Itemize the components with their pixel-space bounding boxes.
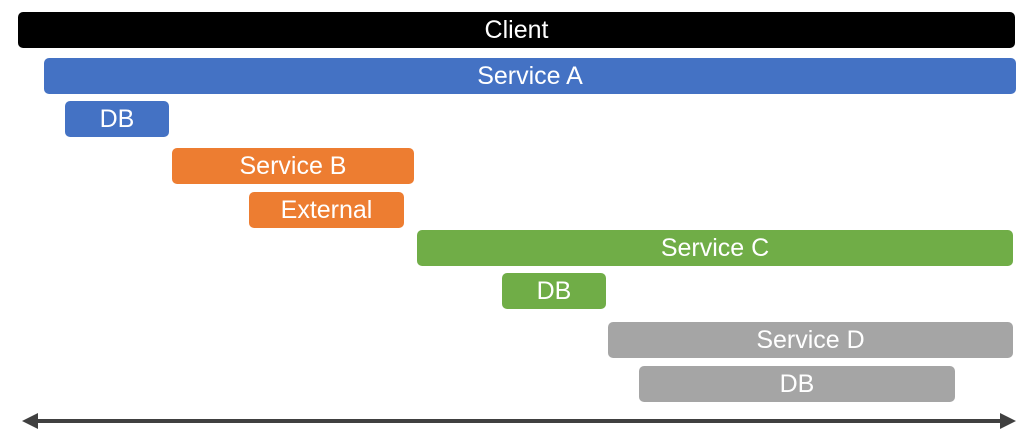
arrow-left-icon [22, 413, 38, 429]
span-service-c-db-label: DB [536, 276, 572, 305]
span-service-c-label: Service C [660, 233, 770, 262]
span-service-b-external-label: External [280, 195, 373, 224]
span-service-a-label: Service A [477, 61, 583, 90]
span-service-d-label: Service D [756, 325, 865, 354]
arrow-right-icon [1000, 413, 1016, 429]
span-client: Client [18, 12, 1015, 48]
span-service-d: Service D [608, 322, 1013, 358]
time-axis-arrow [22, 413, 1016, 429]
span-service-b-external: External [249, 192, 404, 228]
span-service-b-label: Service B [239, 151, 347, 180]
span-service-c-db: DB [502, 273, 606, 309]
span-client-label: Client [484, 15, 549, 44]
span-service-b: Service B [172, 148, 414, 184]
span-service-c: Service C [417, 230, 1013, 266]
span-service-d-db-label: DB [779, 369, 815, 398]
span-service-d-db: DB [639, 366, 955, 402]
span-service-a-db-label: DB [99, 104, 135, 133]
span-service-a: Service A [44, 58, 1016, 94]
span-service-a-db: DB [65, 101, 169, 137]
